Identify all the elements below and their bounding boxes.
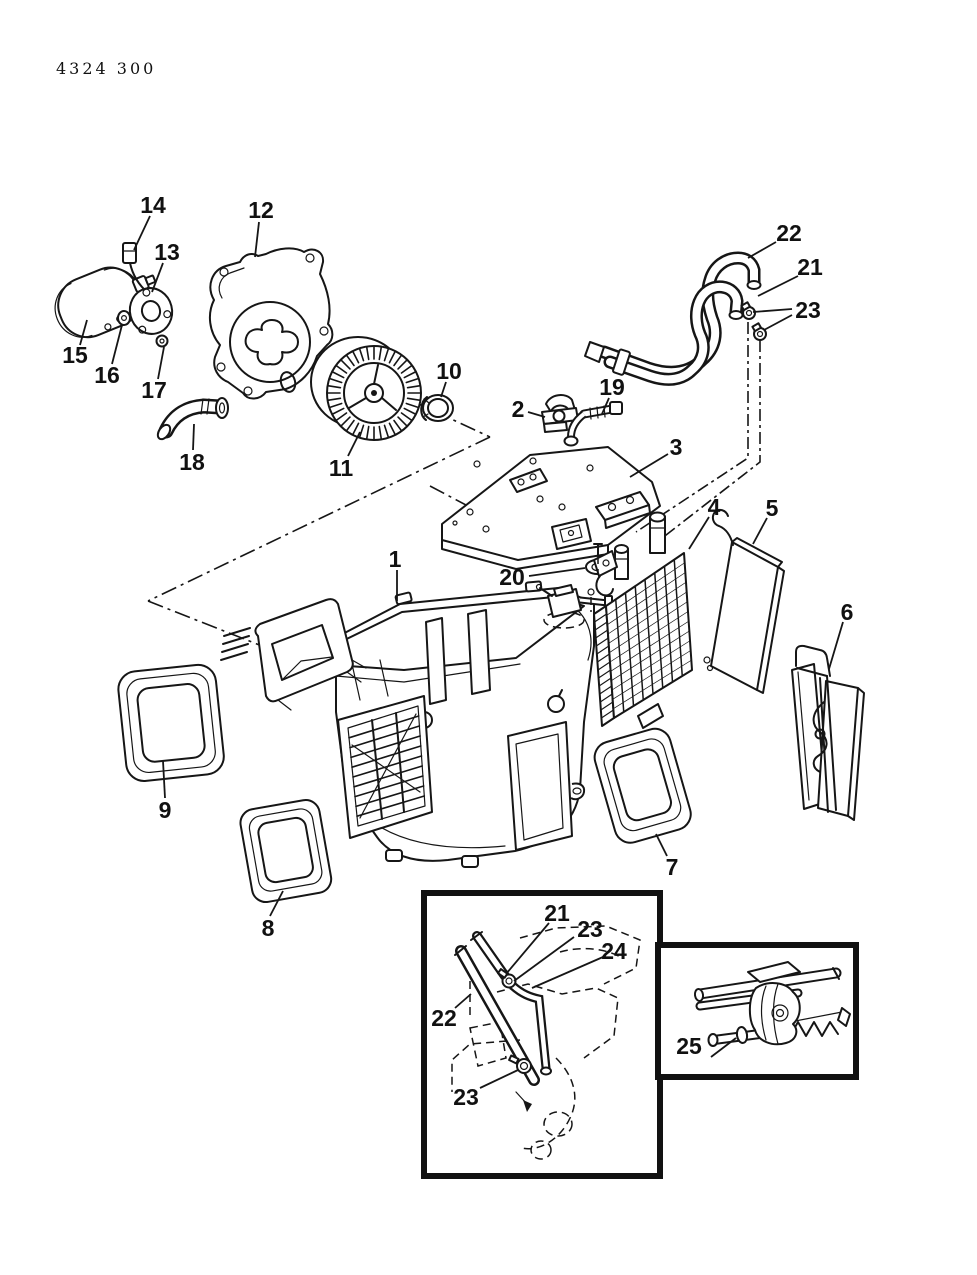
callout-2: 2 <box>512 396 525 422</box>
scroll-plate <box>208 247 334 400</box>
callout-8: 8 <box>262 915 275 941</box>
callout-7: 7 <box>666 854 679 880</box>
core-cover-plate <box>703 508 785 694</box>
seal-8 <box>239 799 333 904</box>
inset-callout-24: 24 <box>601 938 627 964</box>
inset-engine-routing <box>421 890 663 1179</box>
hose-end-cut <box>584 341 605 363</box>
shaft-collar <box>420 394 454 422</box>
callout-20: 20 <box>499 564 525 590</box>
washer <box>117 310 131 326</box>
drawing-code: 4324 300 <box>56 59 156 78</box>
callout-19: 19 <box>599 374 625 400</box>
inset-callout-23b: 23 <box>453 1084 479 1110</box>
callout-21: 21 <box>797 254 823 280</box>
heater-hoses <box>584 251 767 547</box>
inset-hoses <box>454 931 552 1086</box>
blower-wheel <box>310 336 422 441</box>
callout-13: 13 <box>154 239 180 265</box>
bracket-plates <box>791 644 865 821</box>
callout-4: 4 <box>708 494 721 520</box>
callout-22: 22 <box>776 220 802 246</box>
inset-water-valve <box>655 942 859 1080</box>
top-cover <box>441 446 661 570</box>
heater-housing <box>220 580 595 868</box>
shaft-nut <box>155 334 169 348</box>
cable-bracket <box>541 394 579 433</box>
callout-9: 9 <box>159 797 172 823</box>
callout-5: 5 <box>766 495 779 521</box>
inset-callout-22: 22 <box>431 1005 457 1031</box>
seal-9 <box>117 663 225 782</box>
heater-core <box>593 511 693 729</box>
callout-14: 14 <box>140 192 166 218</box>
callout-16: 16 <box>94 362 120 388</box>
callout-17: 17 <box>141 377 167 403</box>
callout-15: 15 <box>62 342 88 368</box>
callout-18: 18 <box>179 449 205 475</box>
vacuum-fitting <box>563 401 623 447</box>
leader-lines <box>79 215 844 1089</box>
side-door <box>507 721 586 851</box>
seal-7 <box>593 727 692 844</box>
engine-outline-dashed <box>451 925 641 1160</box>
hose-clamps <box>740 301 767 341</box>
callouts: 14 12 22 21 23 13 15 16 17 18 11 10 2 19… <box>62 192 853 1110</box>
drain-elbow <box>156 397 229 441</box>
callout-1: 1 <box>389 546 402 572</box>
callout-12: 12 <box>248 197 274 223</box>
inset-callout-25: 25 <box>676 1033 702 1059</box>
callout-6: 6 <box>841 599 854 625</box>
callout-10: 10 <box>436 358 462 384</box>
mounting-plate <box>128 287 174 335</box>
duct-flange <box>254 598 367 711</box>
inset-callout-21: 21 <box>544 900 570 926</box>
callout-23: 23 <box>795 297 821 323</box>
callout-3: 3 <box>670 434 683 460</box>
louver-fins <box>220 627 251 661</box>
inset-callout-23a: 23 <box>577 916 603 942</box>
callout-11: 11 <box>329 455 354 481</box>
water-valve-assembly <box>693 961 851 1047</box>
outlet-grille <box>337 695 433 839</box>
